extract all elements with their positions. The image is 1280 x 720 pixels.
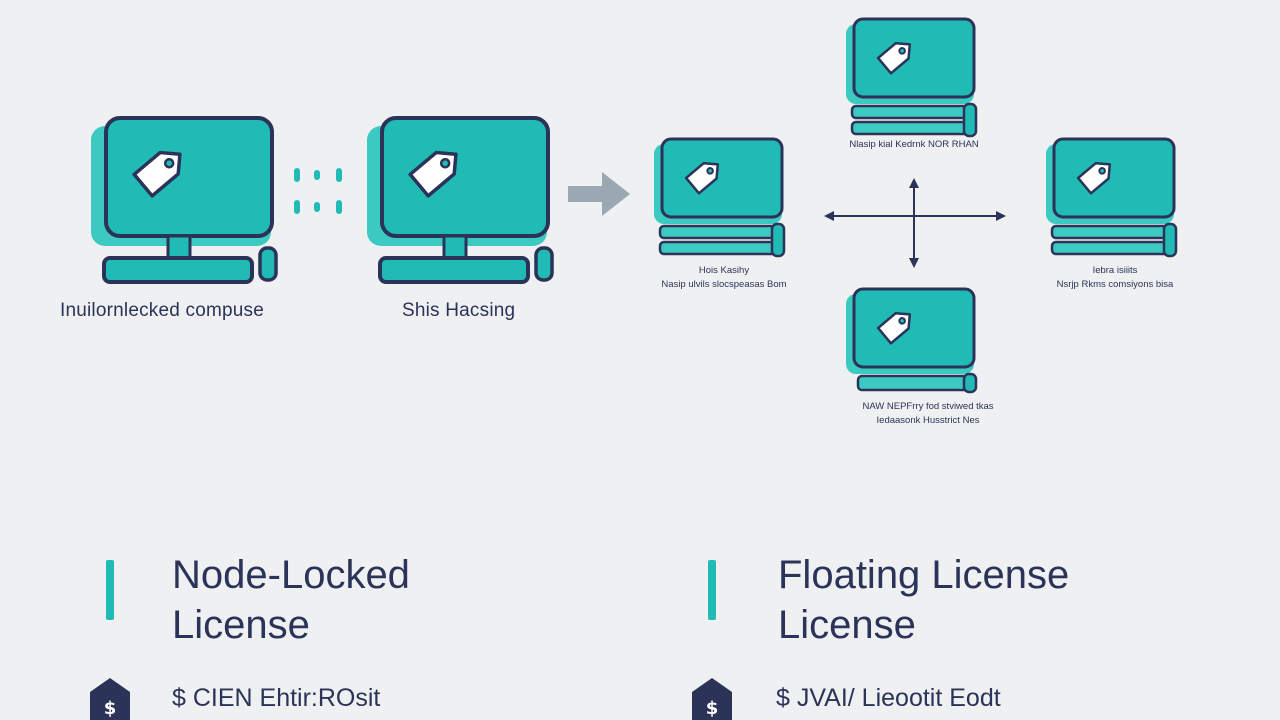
- price-tag-icon: $: [90, 678, 130, 720]
- floating-bottom-caption: NAW NEPFrry fod stviwed tkas Iedaasonk H…: [846, 400, 1010, 428]
- section-title-line: License: [172, 603, 310, 647]
- computer-tag-icon: [1046, 137, 1178, 258]
- caption-line: Nsrjp Rkms comsiyons bisa: [1056, 279, 1174, 290]
- computer-tag-icon: [91, 116, 278, 284]
- node-locked-right-label: Shis Hacsing: [402, 300, 516, 321]
- section-title-line: License: [778, 603, 916, 647]
- accent-bar: [106, 560, 114, 620]
- section-title-node-locked: Node-Locked License: [172, 550, 410, 650]
- price-text-node-locked: $ CIEN Ehtir:ROsit: [172, 684, 381, 712]
- right-arrow-icon: [568, 172, 630, 216]
- caption-line: Iedaasonk Husstrict Nes: [876, 415, 980, 426]
- node-locked-left-label: Inuilornlecked compuse: [60, 300, 265, 321]
- price-tag-icon: $: [692, 678, 732, 720]
- section-title-line: Node-Locked: [172, 553, 410, 597]
- section-title-line: Floating License: [778, 553, 1070, 597]
- svg-text:$: $: [104, 698, 117, 719]
- floating-top-caption: Nlasip kial Kedrnk NOR RHAN: [834, 138, 994, 152]
- svg-text:$: $: [706, 698, 719, 719]
- caption-line: Nlasip kial Kedrnk NOR RHAN: [849, 139, 979, 150]
- accent-bar: [708, 560, 716, 620]
- caption-line: Iebra isiiits: [1092, 265, 1138, 276]
- caption-line: NAW NEPFrry fod stviwed tkas: [862, 401, 994, 412]
- computer-tag-icon: [846, 17, 978, 138]
- dotted-connector: [294, 168, 342, 214]
- computer-tag-icon: [367, 116, 554, 284]
- floating-left-caption: Hois Kasihy Nasip ulvils slocspeasas Bom: [644, 264, 804, 292]
- caption-line: Nasip ulvils slocspeasas Bom: [661, 279, 787, 290]
- computer-tag-icon: [654, 137, 786, 258]
- section-title-floating: Floating License License: [778, 550, 1069, 650]
- price-text-floating: $ JVAI/ Lieootit Eodt: [776, 684, 1001, 712]
- cross-arrows-icon: [824, 178, 1006, 268]
- caption-line: Hois Kasihy: [698, 265, 750, 276]
- floating-right-caption: Iebra isiiits Nsrjp Rkms comsiyons bisa: [1030, 264, 1200, 292]
- computer-tag-icon: [846, 287, 978, 394]
